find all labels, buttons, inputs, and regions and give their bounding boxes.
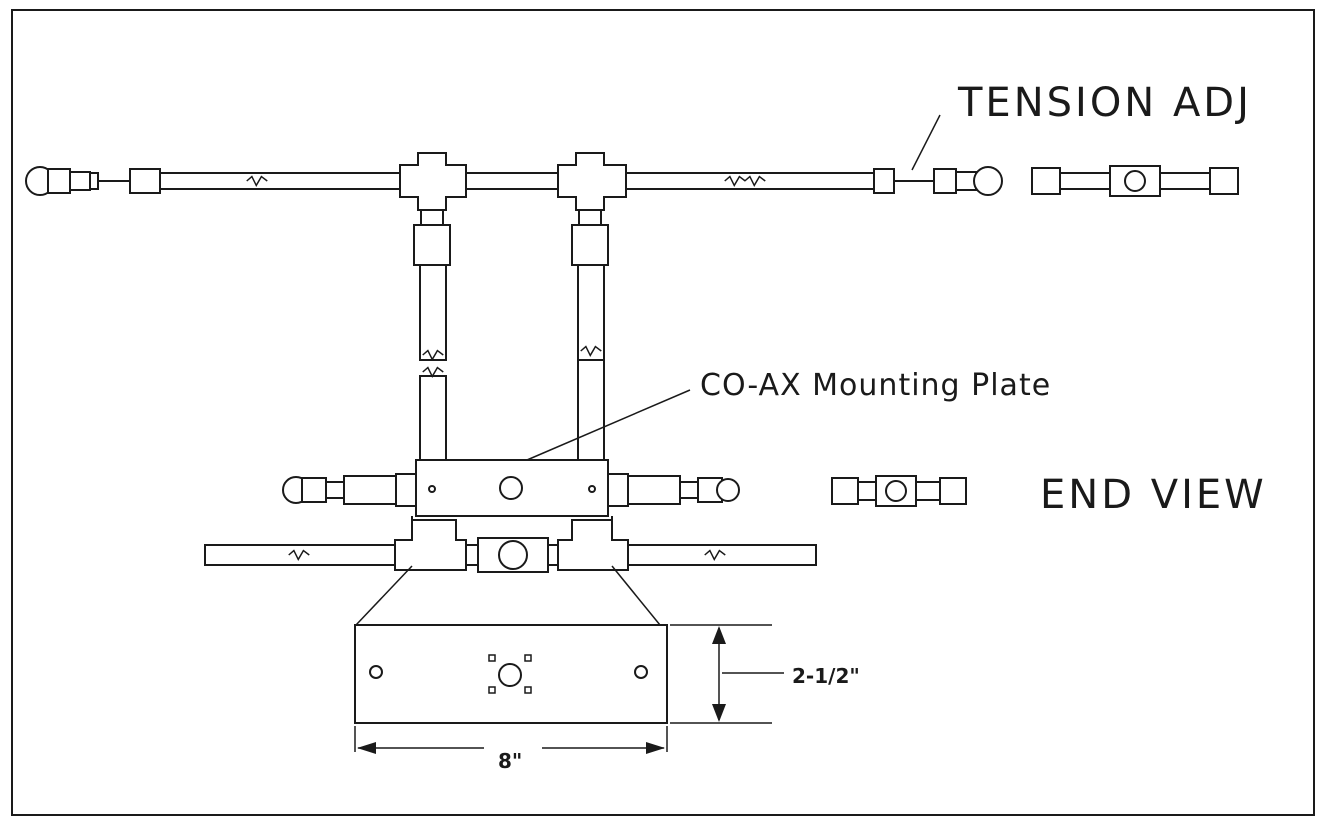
end-view-part: [831, 475, 967, 507]
tension-adj-label: TENSION ADJ: [958, 80, 1252, 126]
plate-detail: [354, 565, 784, 754]
drawing-frame: [11, 9, 1315, 816]
top-element-assembly: [25, 114, 1003, 211]
left-vertical-feed: [413, 209, 451, 461]
top-end-view-part: [1031, 165, 1239, 197]
coax-mounting-plate: [415, 459, 609, 517]
left-cross-fitting: [399, 152, 467, 211]
plate-height-dimension-label: 2-1/2": [792, 664, 860, 688]
end-view-label: END VIEW: [1040, 472, 1267, 518]
plate-detail-outline: [354, 624, 668, 724]
right-cross-fitting: [557, 152, 627, 211]
center-boom-tube: [465, 172, 559, 190]
plate-width-dimension-label: 8": [498, 749, 523, 773]
right-vertical-feed: [571, 209, 609, 461]
lower-element-assembly: [204, 389, 817, 573]
left-boom-tube: [159, 172, 401, 190]
right-end-insulator: [973, 166, 1003, 196]
coax-mounting-plate-label: CO-AX Mounting Plate: [700, 368, 1052, 403]
right-boom-tube: [625, 172, 875, 190]
